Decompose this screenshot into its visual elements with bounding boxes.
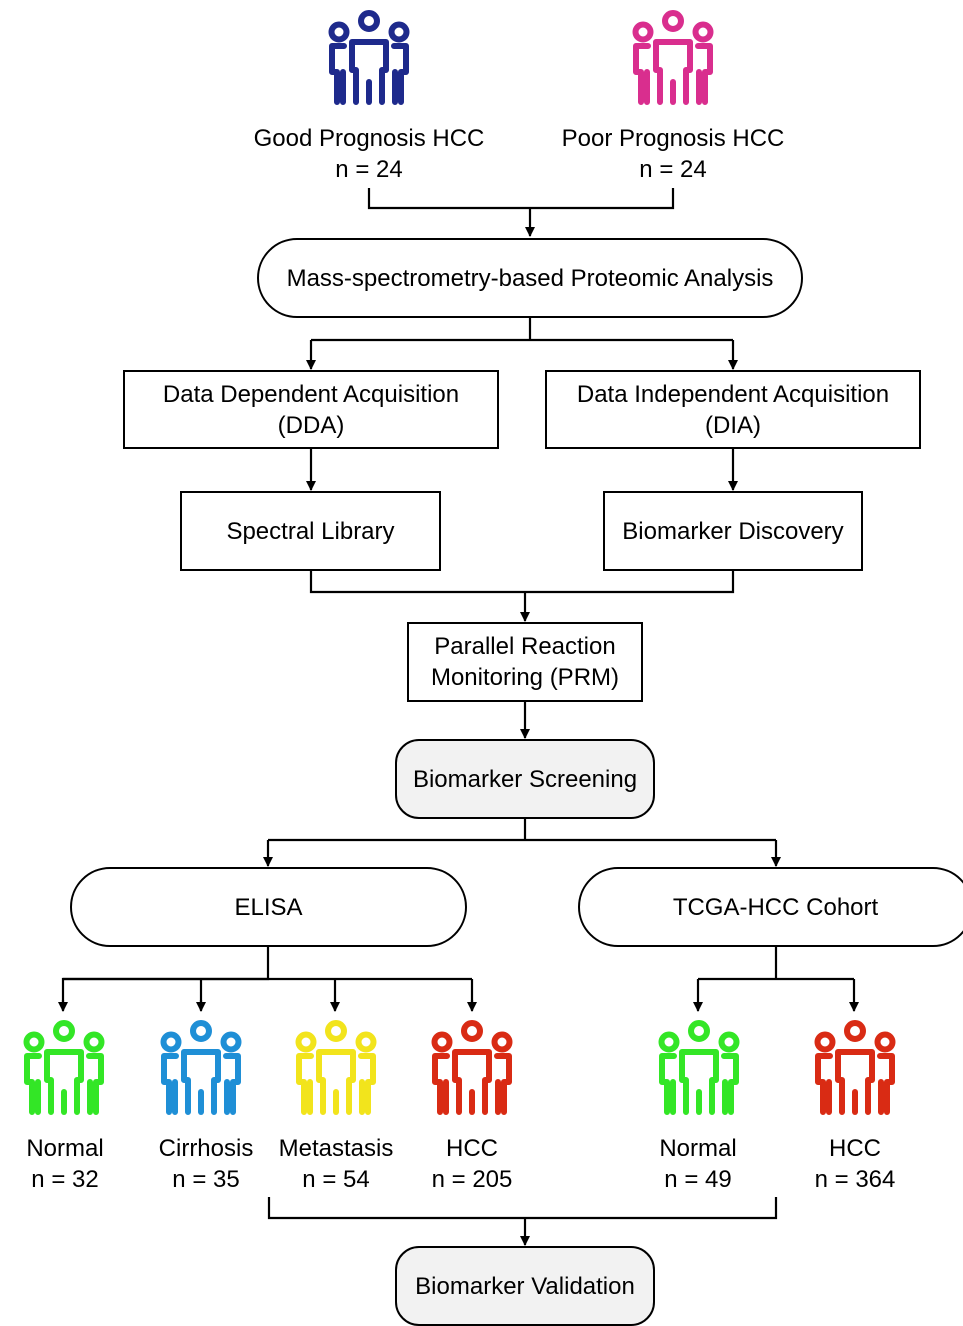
people-icon-elisa-normal xyxy=(23,1020,105,1115)
connector-top-merge xyxy=(367,188,675,210)
biomarker-screening-node: Biomarker Screening xyxy=(395,739,655,819)
tcga-normal-count: n = 49 xyxy=(664,1166,732,1193)
tcga-hcc-label: HCC n = 364 xyxy=(790,1133,920,1195)
dia-label-line2: (DIA) xyxy=(705,411,761,439)
spectral-library-label: Spectral Library xyxy=(226,517,395,545)
dda-label-line2: (DDA) xyxy=(277,411,345,439)
elisa-hcc-label: HCC n = 205 xyxy=(407,1133,537,1195)
good-prognosis-label: Good Prognosis HCC n = 24 xyxy=(219,123,519,185)
elisa-cirrhosis-label: Cirrhosis n = 35 xyxy=(141,1133,271,1195)
connector-to-prm xyxy=(309,570,735,594)
elisa-hcc-count: n = 205 xyxy=(431,1166,513,1193)
good-prognosis-count: n = 24 xyxy=(335,156,403,183)
poor-prognosis-name: Poor Prognosis HCC xyxy=(561,125,785,152)
prm-label-line1: Parallel Reaction xyxy=(434,633,616,660)
biomarker-screening-label: Biomarker Screening xyxy=(412,765,638,793)
dda-node: Data Dependent Acquisition (DDA) xyxy=(123,370,499,449)
tcga-hcc-count: n = 364 xyxy=(814,1166,896,1193)
connector-screening-split xyxy=(268,818,776,842)
elisa-metastasis-label: Metastasis n = 54 xyxy=(271,1133,401,1195)
prm-node: Parallel Reaction Monitoring (PRM) xyxy=(407,622,643,702)
connector-tcga-split xyxy=(698,946,854,981)
biomarker-validation-node: Biomarker Validation xyxy=(395,1246,655,1326)
biomarker-discovery-node: Biomarker Discovery xyxy=(603,491,863,571)
tcga-label: TCGA-HCC Cohort xyxy=(672,893,879,921)
people-icon-tcga-hcc xyxy=(814,1020,896,1115)
elisa-label: ELISA xyxy=(234,893,303,921)
elisa-normal-count: n = 32 xyxy=(31,1166,99,1193)
elisa-cirrhosis-count: n = 35 xyxy=(172,1166,240,1193)
dda-label-line1: Data Dependent Acquisition xyxy=(162,380,460,408)
poor-prognosis-count: n = 24 xyxy=(639,156,707,183)
spectral-library-node: Spectral Library xyxy=(180,491,441,571)
people-icon-elisa-cirrhosis xyxy=(160,1020,242,1115)
elisa-normal-label: Normal n = 32 xyxy=(0,1133,130,1195)
dia-node: Data Independent Acquisition (DIA) xyxy=(545,370,921,449)
ms-analysis-label: Mass-spectrometry-based Proteomic Analys… xyxy=(286,264,774,292)
tcga-normal-name: Normal xyxy=(659,1135,737,1162)
people-icon-tcga-normal xyxy=(658,1020,740,1115)
elisa-node: ELISA xyxy=(70,867,467,947)
dia-label-line1: Data Independent Acquisition xyxy=(576,380,890,408)
tcga-node: TCGA-HCC Cohort xyxy=(578,867,963,947)
people-icon-poor-prognosis xyxy=(632,10,714,105)
biomarker-validation-label: Biomarker Validation xyxy=(415,1272,635,1300)
people-icon-elisa-metastasis xyxy=(295,1020,377,1115)
tcga-hcc-name: HCC xyxy=(829,1135,881,1162)
elisa-normal-name: Normal xyxy=(26,1135,104,1162)
elisa-cirrhosis-name: Cirrhosis xyxy=(158,1135,254,1162)
good-prognosis-name: Good Prognosis HCC xyxy=(253,125,485,152)
people-icon-elisa-hcc xyxy=(431,1020,513,1115)
connector-to-validation xyxy=(267,1197,778,1220)
elisa-hcc-name: HCC xyxy=(446,1135,498,1162)
ms-analysis-node: Mass-spectrometry-based Proteomic Analys… xyxy=(257,238,803,318)
elisa-metastasis-count: n = 54 xyxy=(302,1166,370,1193)
tcga-normal-label: Normal n = 49 xyxy=(633,1133,763,1195)
biomarker-discovery-label: Biomarker Discovery xyxy=(622,517,844,545)
poor-prognosis-label: Poor Prognosis HCC n = 24 xyxy=(523,123,823,185)
prm-label-line2: Monitoring (PRM) xyxy=(430,664,620,691)
connector-ms-split xyxy=(311,317,733,342)
elisa-metastasis-name: Metastasis xyxy=(278,1135,394,1162)
people-icon-good-prognosis xyxy=(328,10,410,105)
